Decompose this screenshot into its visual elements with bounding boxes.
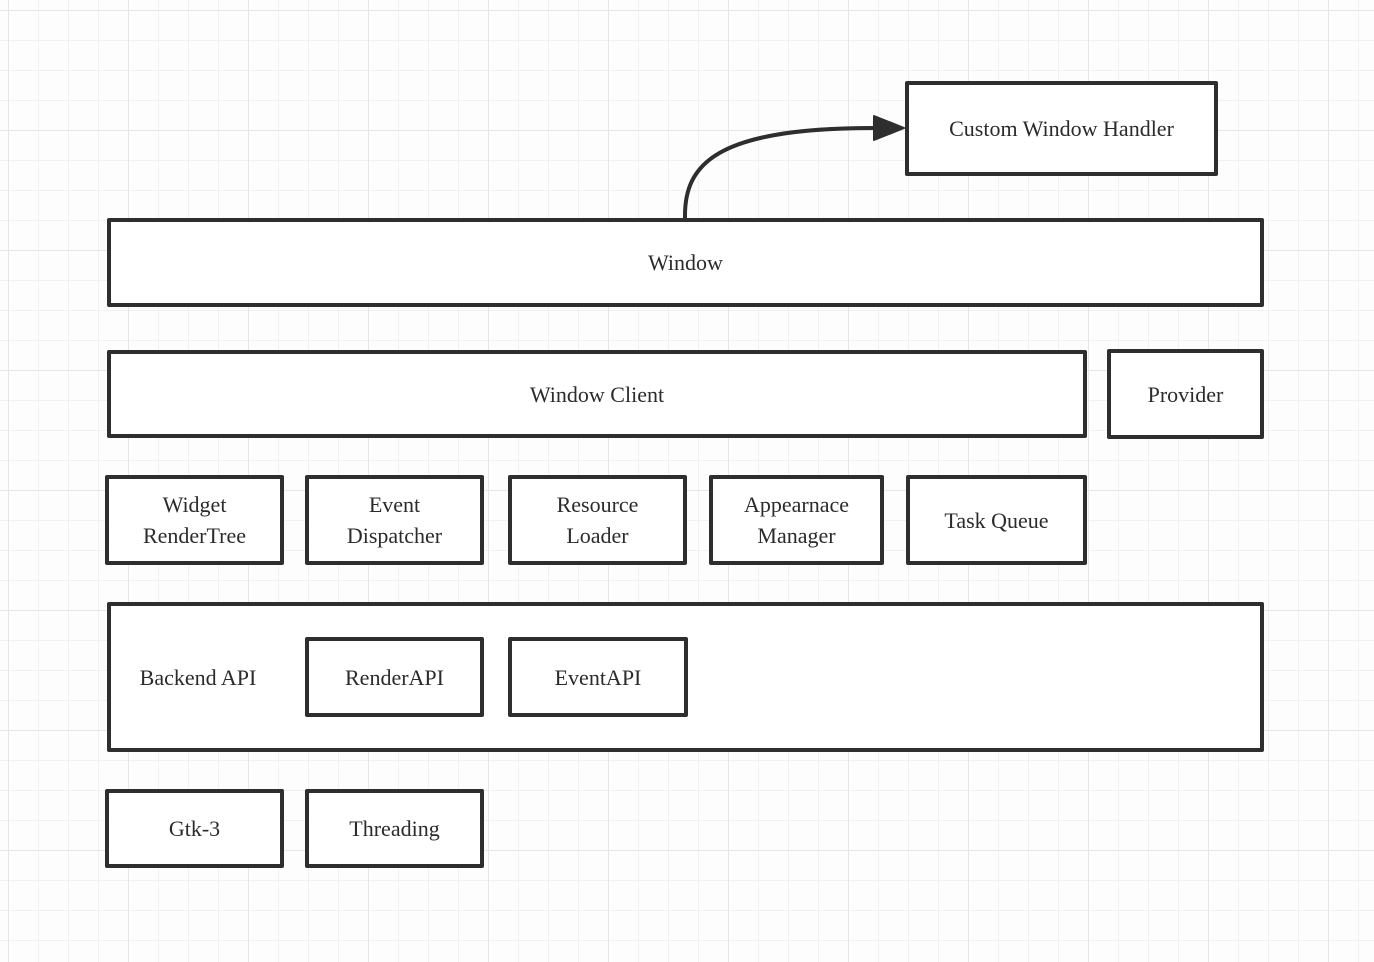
node-resource-loader[interactable]: Resource Loader [508,475,687,565]
node-threading-label: Threading [349,816,440,841]
node-provider[interactable]: Provider [1107,349,1264,439]
node-window[interactable]: Window [107,218,1264,307]
node-resource-loader-label: Resource Loader [556,492,639,548]
node-backend-api-label: Backend API [139,664,257,690]
edge-window-to-custom-window-handler[interactable] [682,126,876,220]
arrowhead-icon [873,115,905,141]
node-threading[interactable]: Threading [305,789,484,868]
node-appearnace-manager-label: Appearnace Manager [743,492,850,548]
node-render-api-label: RenderAPI [345,664,444,690]
node-custom-window-handler-label: Custom Window Handler [949,116,1174,141]
node-widget-rendertree[interactable]: Widget RenderTree [105,475,284,565]
node-event-dispatcher-label: Event Dispatcher [346,492,443,548]
node-gtk-3[interactable]: Gtk-3 [105,789,284,868]
node-event-api-label: EventAPI [554,664,642,690]
node-custom-window-handler[interactable]: Custom Window Handler [905,81,1218,176]
node-window-label: Window [648,250,723,275]
node-gtk-3-label: Gtk-3 [168,816,221,841]
node-window-client-label: Window Client [529,381,665,407]
node-event-dispatcher[interactable]: Event Dispatcher [305,475,484,565]
node-event-api[interactable]: EventAPI [508,637,688,717]
node-widget-rendertree-label: Widget RenderTree [142,492,247,548]
node-appearnace-manager[interactable]: Appearnace Manager [709,475,884,565]
node-task-queue-label: Task Queue [944,507,1049,533]
node-provider-label: Provider [1147,381,1224,407]
node-task-queue[interactable]: Task Queue [906,475,1087,565]
node-render-api[interactable]: RenderAPI [305,637,484,717]
node-window-client[interactable]: Window Client [107,350,1087,438]
node-backend-api-label-wrap: Backend API [113,602,283,752]
